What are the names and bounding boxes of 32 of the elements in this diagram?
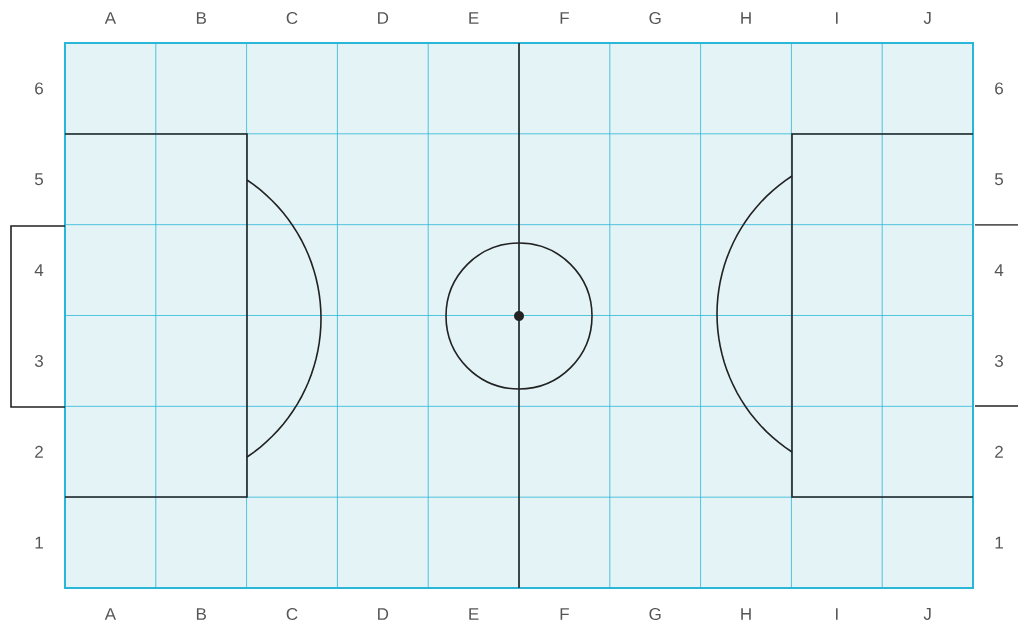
row-label: 1	[995, 536, 1003, 549]
column-label: J	[923, 12, 931, 24]
column-label: A	[104, 608, 117, 620]
column-label: D	[378, 608, 389, 620]
row-label: 6	[995, 82, 1003, 95]
column-label: C	[286, 11, 298, 24]
row-label: 2	[995, 445, 1003, 458]
column-label: D	[378, 12, 389, 24]
column-label: F	[560, 608, 569, 620]
column-label: C	[286, 608, 298, 620]
row-label: 5	[34, 173, 43, 186]
column-label: F	[560, 12, 569, 24]
column-label: B	[196, 608, 206, 620]
column-label: G	[649, 608, 661, 620]
column-label: H	[741, 608, 751, 620]
row-label: 2	[35, 445, 43, 458]
row-label: 1	[35, 536, 43, 549]
row-label: 3	[34, 354, 43, 367]
column-label: J	[923, 608, 931, 620]
column-label: E	[469, 12, 479, 24]
column-label: G	[649, 11, 661, 24]
row-label: 5	[994, 173, 1003, 186]
row-label: 6	[35, 82, 43, 95]
row-label: 3	[994, 354, 1003, 367]
row-label: 4	[994, 264, 1004, 276]
column-label: E	[469, 608, 479, 620]
column-label: H	[741, 12, 751, 24]
row-label: 4	[34, 264, 44, 276]
column-label: B	[196, 12, 206, 24]
column-label: A	[104, 12, 117, 24]
column-label: I	[836, 12, 838, 24]
column-label: I	[836, 608, 838, 620]
